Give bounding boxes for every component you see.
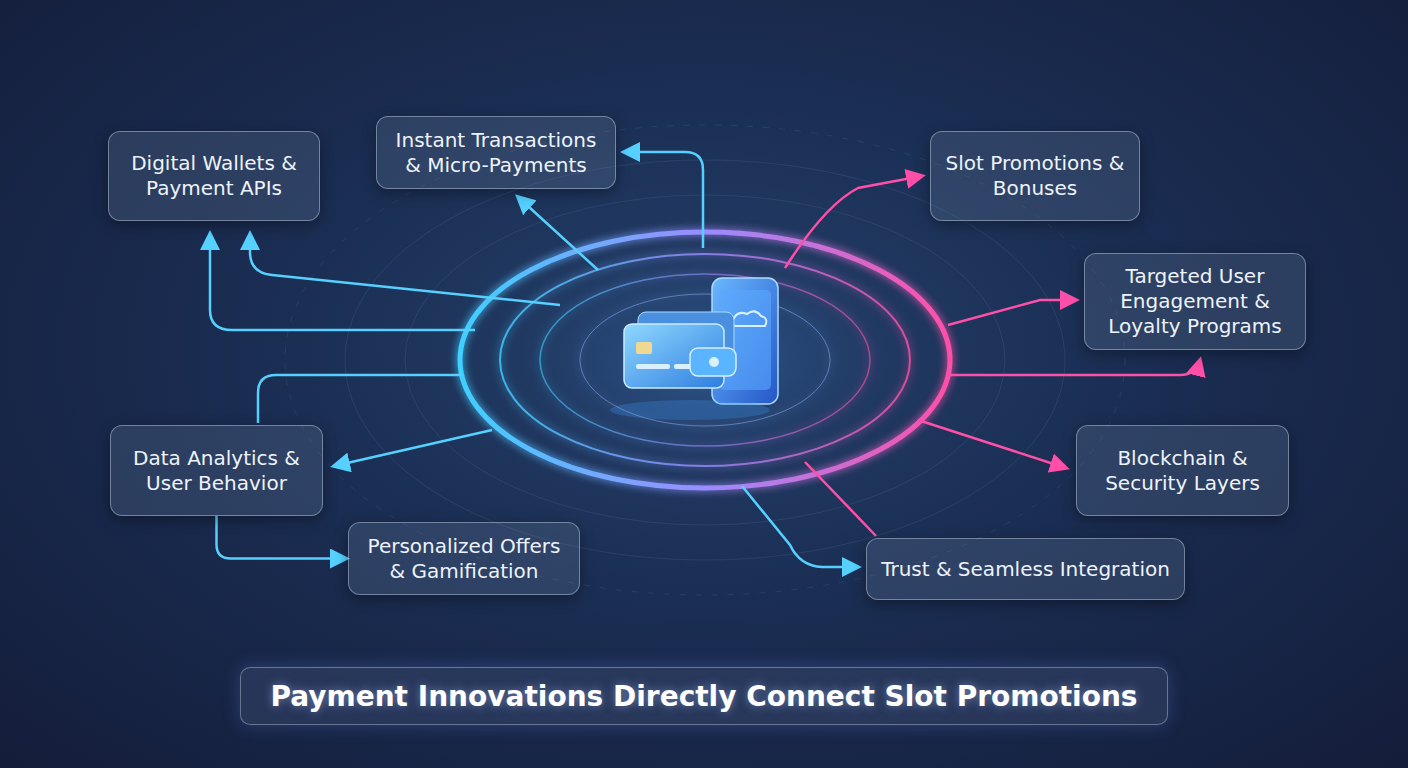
box-label: Slot Promotions & Bonuses xyxy=(945,151,1125,201)
box-label: Digital Wallets & Payment APIs xyxy=(123,151,305,201)
info-box: Slot Promotions & Bonuses xyxy=(930,131,1140,221)
info-box: Digital Wallets & Payment APIs xyxy=(108,131,320,221)
title-banner: Payment Innovations Directly Connect Slo… xyxy=(240,667,1168,725)
title-text: Payment Innovations Directly Connect Slo… xyxy=(270,680,1137,713)
info-box: Trust & Seamless Integration xyxy=(866,538,1185,600)
box-label: Targeted User Engagement & Loyalty Progr… xyxy=(1099,264,1291,339)
info-box: Targeted User Engagement & Loyalty Progr… xyxy=(1084,253,1306,350)
info-box: Blockchain & Security Layers xyxy=(1076,425,1289,516)
box-label: Trust & Seamless Integration xyxy=(881,557,1170,582)
info-box: Personalized Offers & Gamification xyxy=(348,522,580,595)
box-label: Blockchain & Security Layers xyxy=(1091,446,1274,496)
box-label: Data Analytics & User Behavior xyxy=(125,446,308,496)
box-label: Instant Transactions & Micro-Payments xyxy=(391,128,601,178)
info-box: Data Analytics & User Behavior xyxy=(110,425,323,516)
box-label: Personalized Offers & Gamification xyxy=(363,534,565,584)
info-box: Instant Transactions & Micro-Payments xyxy=(376,116,616,189)
connector-arrow xyxy=(217,516,347,559)
